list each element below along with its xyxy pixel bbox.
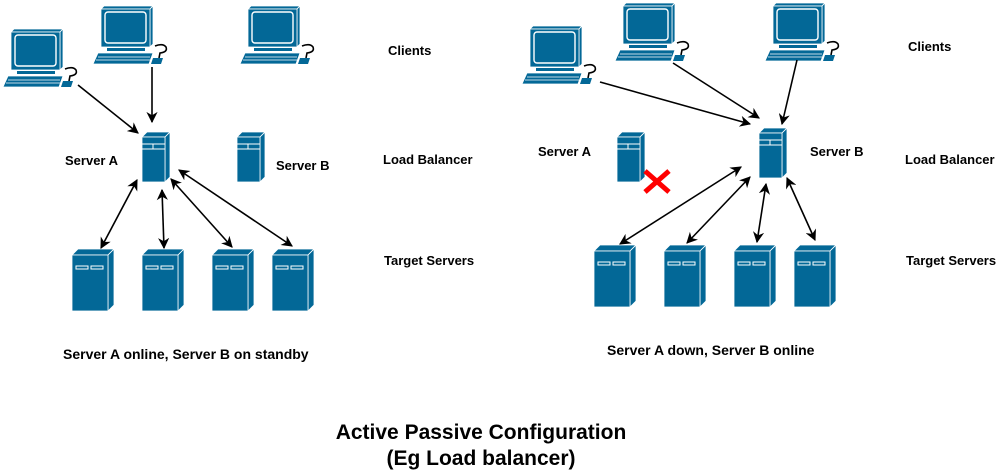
target-server-icon <box>594 245 636 307</box>
client-computer-icon <box>240 5 315 65</box>
server-a-icon <box>142 132 170 182</box>
clients-label: Clients <box>388 43 432 58</box>
title-line-1: Active Passive Configuration <box>335 421 627 444</box>
target-servers-label: Target Servers <box>384 253 475 268</box>
target-server-icon <box>794 245 836 307</box>
load-balancer-label: Load Balancer <box>383 152 473 167</box>
target-server-icon <box>142 249 184 311</box>
target-servers-label: Target Servers <box>906 253 997 268</box>
title-line-2: (Eg Load balancer) <box>386 447 576 470</box>
server-a-label: Server A <box>65 153 118 168</box>
target-server-icon <box>734 245 776 307</box>
diagram-title: Active Passive Configuration (Eg Load ba… <box>0 420 962 472</box>
left-caption: Server A online, Server B on standby <box>63 346 309 362</box>
server-b-label: Server B <box>276 158 330 173</box>
target-server-icon <box>72 249 114 311</box>
failure-x-icon <box>643 169 671 194</box>
client-computer-icon <box>522 25 597 85</box>
right-caption: Server A down, Server B online <box>607 342 815 358</box>
server-b-label: Server B <box>810 144 864 159</box>
connection-arrows <box>599 59 816 245</box>
server-b-icon <box>237 132 265 182</box>
connection-arrows <box>77 67 293 250</box>
load-balancer-label: Load Balancer <box>905 152 995 167</box>
client-computer-icon <box>765 2 840 62</box>
clients-label: Clients <box>908 39 952 54</box>
target-server-icon <box>272 249 314 311</box>
target-server-icon <box>664 245 706 307</box>
target-server-icon <box>212 249 254 311</box>
server-a-label: Server A <box>538 144 591 159</box>
client-computer-icon <box>615 2 690 62</box>
client-computer-icon <box>3 28 78 88</box>
server-a-icon <box>617 132 645 182</box>
server-b-icon <box>759 128 787 178</box>
client-computer-icon <box>93 5 168 65</box>
